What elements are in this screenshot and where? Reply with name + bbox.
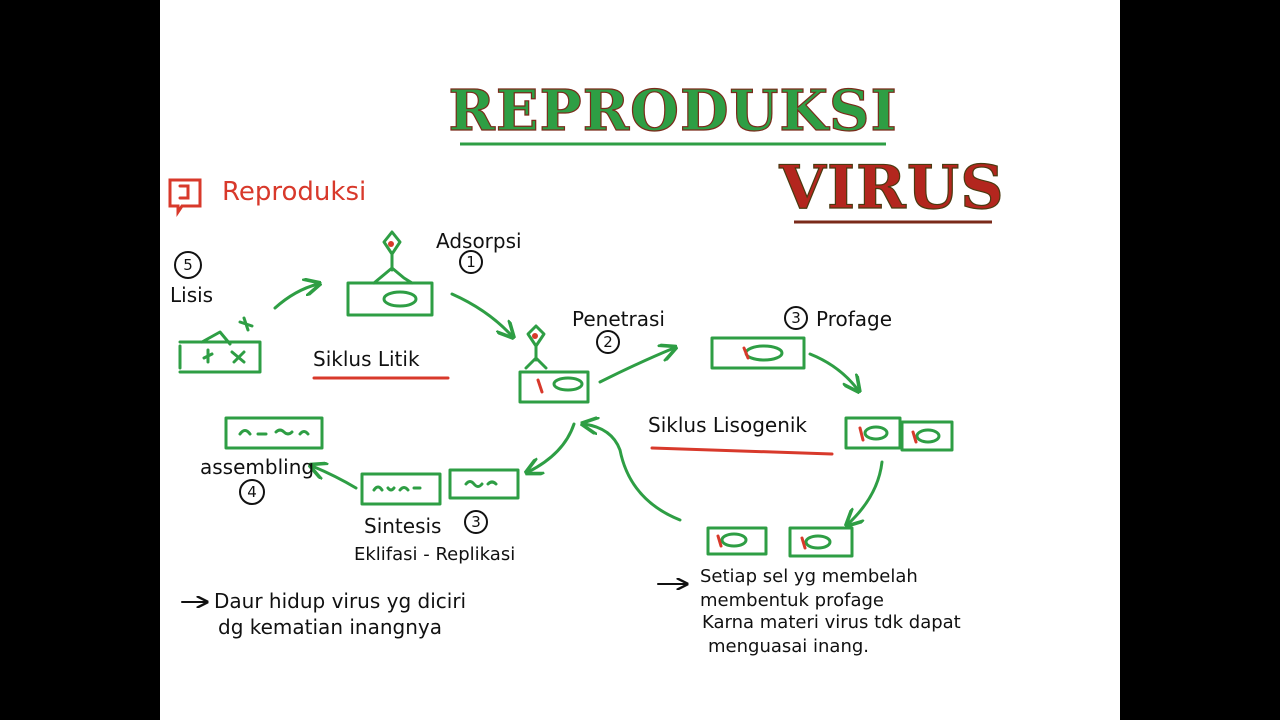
number-badge-profage <box>784 306 808 330</box>
sintesis-subtitle: Eklifasi - Replikasi <box>354 544 515 565</box>
stage-1-label: Adsorpsi <box>436 229 522 253</box>
lysed-cell <box>178 316 262 374</box>
note-lysogenic-line2: membentuk profage <box>700 590 884 611</box>
cycle-lytic-label: Siklus Litik <box>313 347 420 371</box>
sintesis-cells <box>360 468 520 506</box>
note-lysogenic-line1: Setiap sel yg membelah <box>700 566 918 587</box>
number-badge-4 <box>239 479 265 505</box>
stage-3-number: 3 <box>471 513 481 531</box>
title-virus: VIRUS <box>778 153 1004 223</box>
adsorpsi-cell <box>346 230 434 317</box>
arrow-sintesis-to-assembling <box>312 466 358 490</box>
title-reproduksi: REPRODUKSI <box>448 78 897 144</box>
note-lysogenic-line4: menguasai inang. <box>708 636 869 657</box>
cycle-lysogenic-label: Siklus Lisogenik <box>648 413 807 437</box>
arrow-penetrasi-to-sintesis <box>528 422 576 472</box>
stage-2-number: 2 <box>603 333 613 351</box>
note-lytic-line1: Daur hidup virus yg diciri <box>214 589 466 613</box>
penetrasi-cell <box>518 324 590 404</box>
arrow-adsorpsi-to-penetrasi <box>450 292 512 336</box>
cycle-lysogenic-underline <box>650 446 834 456</box>
number-badge-5 <box>174 251 202 279</box>
daughter-cells <box>706 526 854 558</box>
arrow-lisis-to-adsorpsi <box>273 284 318 310</box>
stage-profage-label: Profage <box>816 307 892 331</box>
stage-1-number: 1 <box>466 253 476 271</box>
number-badge-3 <box>464 510 488 534</box>
section-icon <box>168 178 202 217</box>
number-badge-1 <box>459 250 483 274</box>
stage-profage-number: 3 <box>791 309 801 327</box>
dividing-cells <box>844 416 954 452</box>
arrow-profage-to-division <box>808 352 858 390</box>
stage-5-number: 5 <box>183 256 193 274</box>
stage-2-label: Penetrasi <box>572 307 665 331</box>
stage-4-number: 4 <box>247 483 257 501</box>
stage-3-label: Sintesis <box>364 514 441 538</box>
assembling-cell <box>224 416 324 450</box>
diagram-canvas: REPRODUKSI VIRUS Reproduksi 5 Lisis Adso… <box>168 77 1004 657</box>
whiteboard: REPRODUKSI VIRUS Reproduksi 5 Lisis Adso… <box>160 0 1120 720</box>
arrow-penetrasi-to-profage <box>598 348 674 384</box>
section-heading: Reproduksi <box>222 177 366 207</box>
note-lytic-line2: dg kematian inangnya <box>218 615 442 639</box>
profage-cell <box>710 336 806 370</box>
arrow-division-to-daughters <box>848 460 884 524</box>
note-lysogenic-line3: Karna materi virus tdk dapat <box>702 612 961 633</box>
number-badge-2 <box>596 330 620 354</box>
stage-4-label: assembling <box>200 455 314 479</box>
arrow-lysogenic-to-lytic <box>584 424 682 522</box>
stage-5-label: Lisis <box>170 283 213 307</box>
